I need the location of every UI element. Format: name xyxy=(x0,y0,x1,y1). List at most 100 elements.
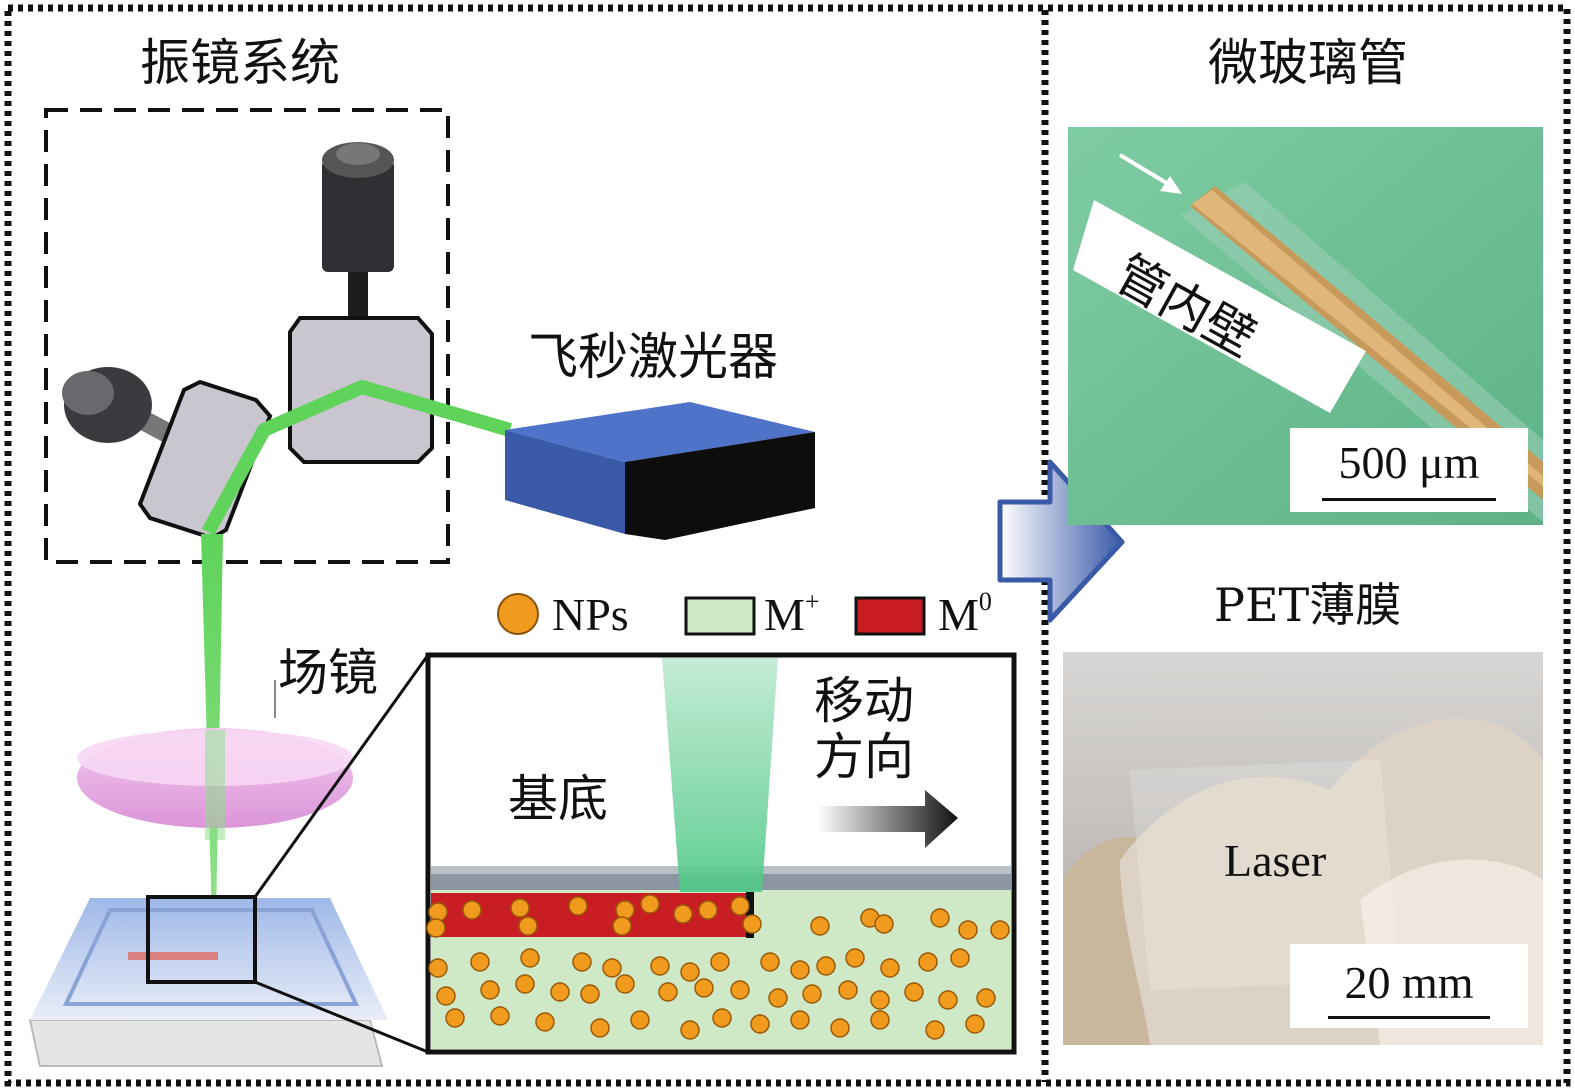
nanoparticle xyxy=(938,990,958,1010)
pet-scalebar-text: 20 mm xyxy=(1344,957,1474,1008)
nanoparticle xyxy=(590,1018,610,1038)
pet-scalebar: 20 mm xyxy=(1290,944,1528,1028)
nanoparticle xyxy=(445,1008,465,1028)
laser-label: Laser xyxy=(1224,835,1327,886)
nanoparticle xyxy=(550,982,570,1002)
nanoparticle xyxy=(515,974,535,994)
tube-scalebar-line xyxy=(1322,498,1496,501)
legend-m-zero-sup: 0 xyxy=(978,586,992,616)
nanoparticle xyxy=(838,980,858,1000)
legend-m-zero-base: M xyxy=(938,589,979,640)
pet-scalebar-line xyxy=(1328,1016,1490,1019)
galvo-dashed-box xyxy=(44,108,450,564)
nanoparticle xyxy=(918,952,938,972)
femtosecond-laser-icon xyxy=(505,402,815,540)
nanoparticle xyxy=(462,900,482,920)
move-direction-label-line2: 方向 xyxy=(814,728,914,786)
nanoparticle xyxy=(612,916,632,936)
process-inset xyxy=(425,652,1017,1055)
legend-m-zero-swatch xyxy=(854,596,926,636)
left-motor-icon xyxy=(62,367,199,456)
nanoparticle xyxy=(712,1008,732,1028)
tube-scalebar: 500 μm xyxy=(1290,428,1528,512)
nanoparticle xyxy=(810,916,830,936)
nanoparticle xyxy=(958,920,978,940)
nanoparticle xyxy=(750,1014,770,1034)
legend-nps-label: NPs xyxy=(552,589,629,640)
legend-m-plus-sup: + xyxy=(804,586,820,616)
nanoparticle xyxy=(568,896,588,916)
nanoparticle xyxy=(630,1010,650,1030)
nanoparticle xyxy=(768,988,788,1008)
nanoparticle xyxy=(535,1012,555,1032)
nanoparticle xyxy=(694,978,714,998)
field-lens-icon xyxy=(77,728,353,840)
nanoparticle xyxy=(615,900,635,920)
move-direction-label-line1: 移动 xyxy=(814,672,914,730)
nanoparticle xyxy=(490,1006,510,1026)
sample-stage-icon xyxy=(28,898,388,1067)
nanoparticle xyxy=(602,958,622,978)
nanoparticle xyxy=(802,984,822,1004)
nanoparticle xyxy=(640,894,660,914)
nanoparticle xyxy=(436,986,456,1006)
nanoparticle xyxy=(816,956,836,976)
nanoparticle xyxy=(520,948,540,968)
nanoparticle xyxy=(965,1014,985,1034)
nanoparticle xyxy=(510,898,530,918)
nanoparticle xyxy=(730,980,750,1000)
nanoparticle xyxy=(976,988,996,1008)
top-motor-icon xyxy=(322,142,394,324)
transfer-arrow xyxy=(997,459,1125,623)
micro-glass-tube-label: 微玻璃管 xyxy=(1208,34,1408,92)
laser-beam-down xyxy=(201,534,223,920)
nanoparticle xyxy=(790,960,810,980)
legend-m-plus-swatch xyxy=(684,596,756,636)
nanoparticle xyxy=(428,902,448,922)
nanoparticle xyxy=(904,982,924,1002)
nanoparticle xyxy=(874,914,894,934)
nanoparticle xyxy=(680,1020,700,1040)
nanoparticle xyxy=(470,952,490,972)
nanoparticle xyxy=(680,962,700,982)
nanoparticle xyxy=(950,948,970,968)
nanoparticle xyxy=(698,900,718,920)
tube-scalebar-text: 500 μm xyxy=(1338,437,1480,488)
zoom-line-bottom xyxy=(254,980,429,1054)
nanoparticle xyxy=(480,980,500,1000)
legend-m-plus-label: M+ xyxy=(764,588,820,640)
galvo-system-label: 振镜系统 xyxy=(140,34,340,92)
nanoparticle xyxy=(742,914,762,934)
nanoparticle xyxy=(428,958,448,978)
legend-m-plus-base: M xyxy=(764,589,805,640)
substrate-label: 基底 xyxy=(508,770,608,828)
laser-beam-path xyxy=(201,380,512,536)
nanoparticle xyxy=(870,990,890,1010)
nanoparticles xyxy=(426,894,1010,1040)
nanoparticle xyxy=(518,916,538,936)
nanoparticle xyxy=(673,904,693,924)
legend-m-zero-label: M0 xyxy=(938,588,992,640)
outer-dotted-frame xyxy=(4,4,1571,1087)
nanoparticle xyxy=(845,948,865,968)
nanoparticle xyxy=(790,1010,810,1030)
nanoparticle xyxy=(426,918,446,938)
nanoparticle xyxy=(930,908,950,928)
nanoparticle xyxy=(572,952,592,972)
zoom-line-top xyxy=(253,654,430,898)
nanoparticle xyxy=(880,958,900,978)
pet-film-label: PET薄膜 xyxy=(1214,578,1402,632)
legend-nps-swatch xyxy=(497,593,539,635)
nanoparticle xyxy=(730,896,750,916)
nanoparticle xyxy=(650,956,670,976)
nanoparticle xyxy=(615,974,635,994)
nanoparticle xyxy=(830,1018,850,1038)
nanoparticle xyxy=(710,952,730,972)
zoom-region-box xyxy=(146,895,257,984)
nanoparticle xyxy=(990,920,1010,940)
nanoparticle xyxy=(580,984,600,1004)
nanoparticle xyxy=(658,982,678,1002)
femtosecond-laser-label: 飞秒激光器 xyxy=(528,328,778,386)
nanoparticle xyxy=(870,1010,890,1030)
